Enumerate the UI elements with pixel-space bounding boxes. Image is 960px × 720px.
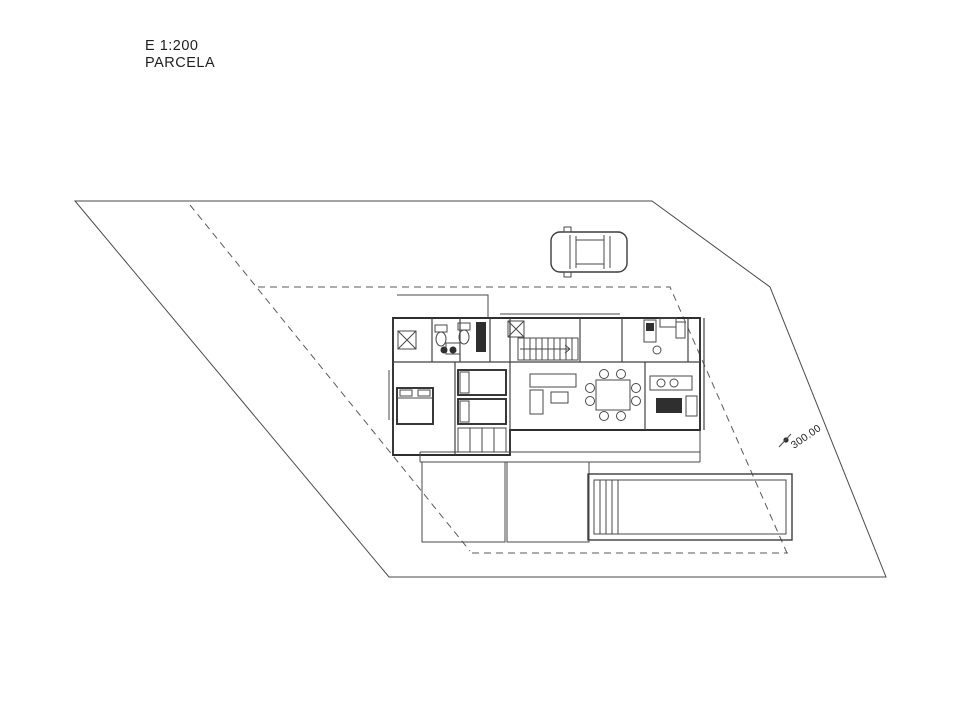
sofa-main [529,373,577,388]
column-box-1 [397,330,417,350]
column-x-2 [507,320,525,338]
canopy-line [397,294,489,318]
utility-sink [652,345,662,355]
sofa-return [529,389,544,415]
setback-path [189,204,788,554]
column-box-2 [507,320,525,338]
stair-arrow [520,344,571,354]
sink-1 [440,346,448,354]
chair-circle [616,369,626,379]
sink-2 [449,346,457,354]
bed-double [396,387,434,425]
bathroom-fixtures [434,322,486,355]
pool-steps [599,480,619,534]
plot-boundary [73,200,887,578]
bedroom-2-furniture [457,369,507,453]
parcela-label: PARCELA [145,55,215,71]
car-windows [569,235,611,269]
dimension-marker: 300.00 [778,422,824,451]
chair-circle [599,369,609,379]
chair-circle [616,411,626,421]
toilet-bowl-1 [435,331,447,347]
dimension-label: 300.00 [789,422,824,451]
toilet-tank-1 [434,324,448,333]
patio-left [421,461,506,543]
cooktop-burner-1 [656,378,666,388]
pillow-2 [417,389,431,397]
deck-edge-lines [419,430,701,463]
bed-single-b [457,398,507,425]
bed-single-a [457,369,507,396]
dining-set [585,369,641,421]
appliance-1-dark [646,323,654,331]
appliance-1 [643,319,657,343]
appliance-2 [659,317,677,328]
column-x-1 [397,330,417,350]
car-mirror-left [563,226,572,233]
chair-circle [585,383,595,393]
scale-label: E 1:200 [145,38,199,54]
kitchen [649,375,698,417]
coffee-table [550,391,569,404]
appliance-3 [675,321,686,339]
setback-dashed-line [189,204,788,554]
chair-circle [631,396,641,406]
stairs [517,337,579,361]
kitchen-counter [649,375,693,391]
bedroom-1-furniture [396,387,434,425]
chair-circle [631,383,641,393]
plot-boundary-line [73,200,887,578]
pillow-a [459,371,470,394]
swimming-pool [587,473,793,541]
terrace-deck [419,430,701,543]
utility-room-fixtures [643,317,686,355]
cooktop-burner-2 [669,378,679,388]
pool-outer [587,473,793,541]
shower-dark [476,322,486,352]
toilet-bowl-2 [458,329,470,345]
dining-table [595,379,631,411]
dimension-tick [778,433,792,448]
column-symbol [397,320,525,350]
wardrobe-doors [469,428,495,452]
car-mirror-right [563,271,572,278]
kitchen-island-dark [656,398,682,413]
house-plan [388,294,705,543]
pillow-1 [399,389,413,397]
interior-walls [393,318,705,455]
pillow-b [459,400,470,423]
sofa-set [529,373,577,415]
chair-circle [599,411,609,421]
window-lines [388,313,620,420]
car-top-view [550,226,628,278]
patio-right [506,461,590,543]
car-body [550,231,628,273]
chair-circle [585,396,595,406]
fridge [685,395,698,417]
pool-inner [593,479,787,535]
